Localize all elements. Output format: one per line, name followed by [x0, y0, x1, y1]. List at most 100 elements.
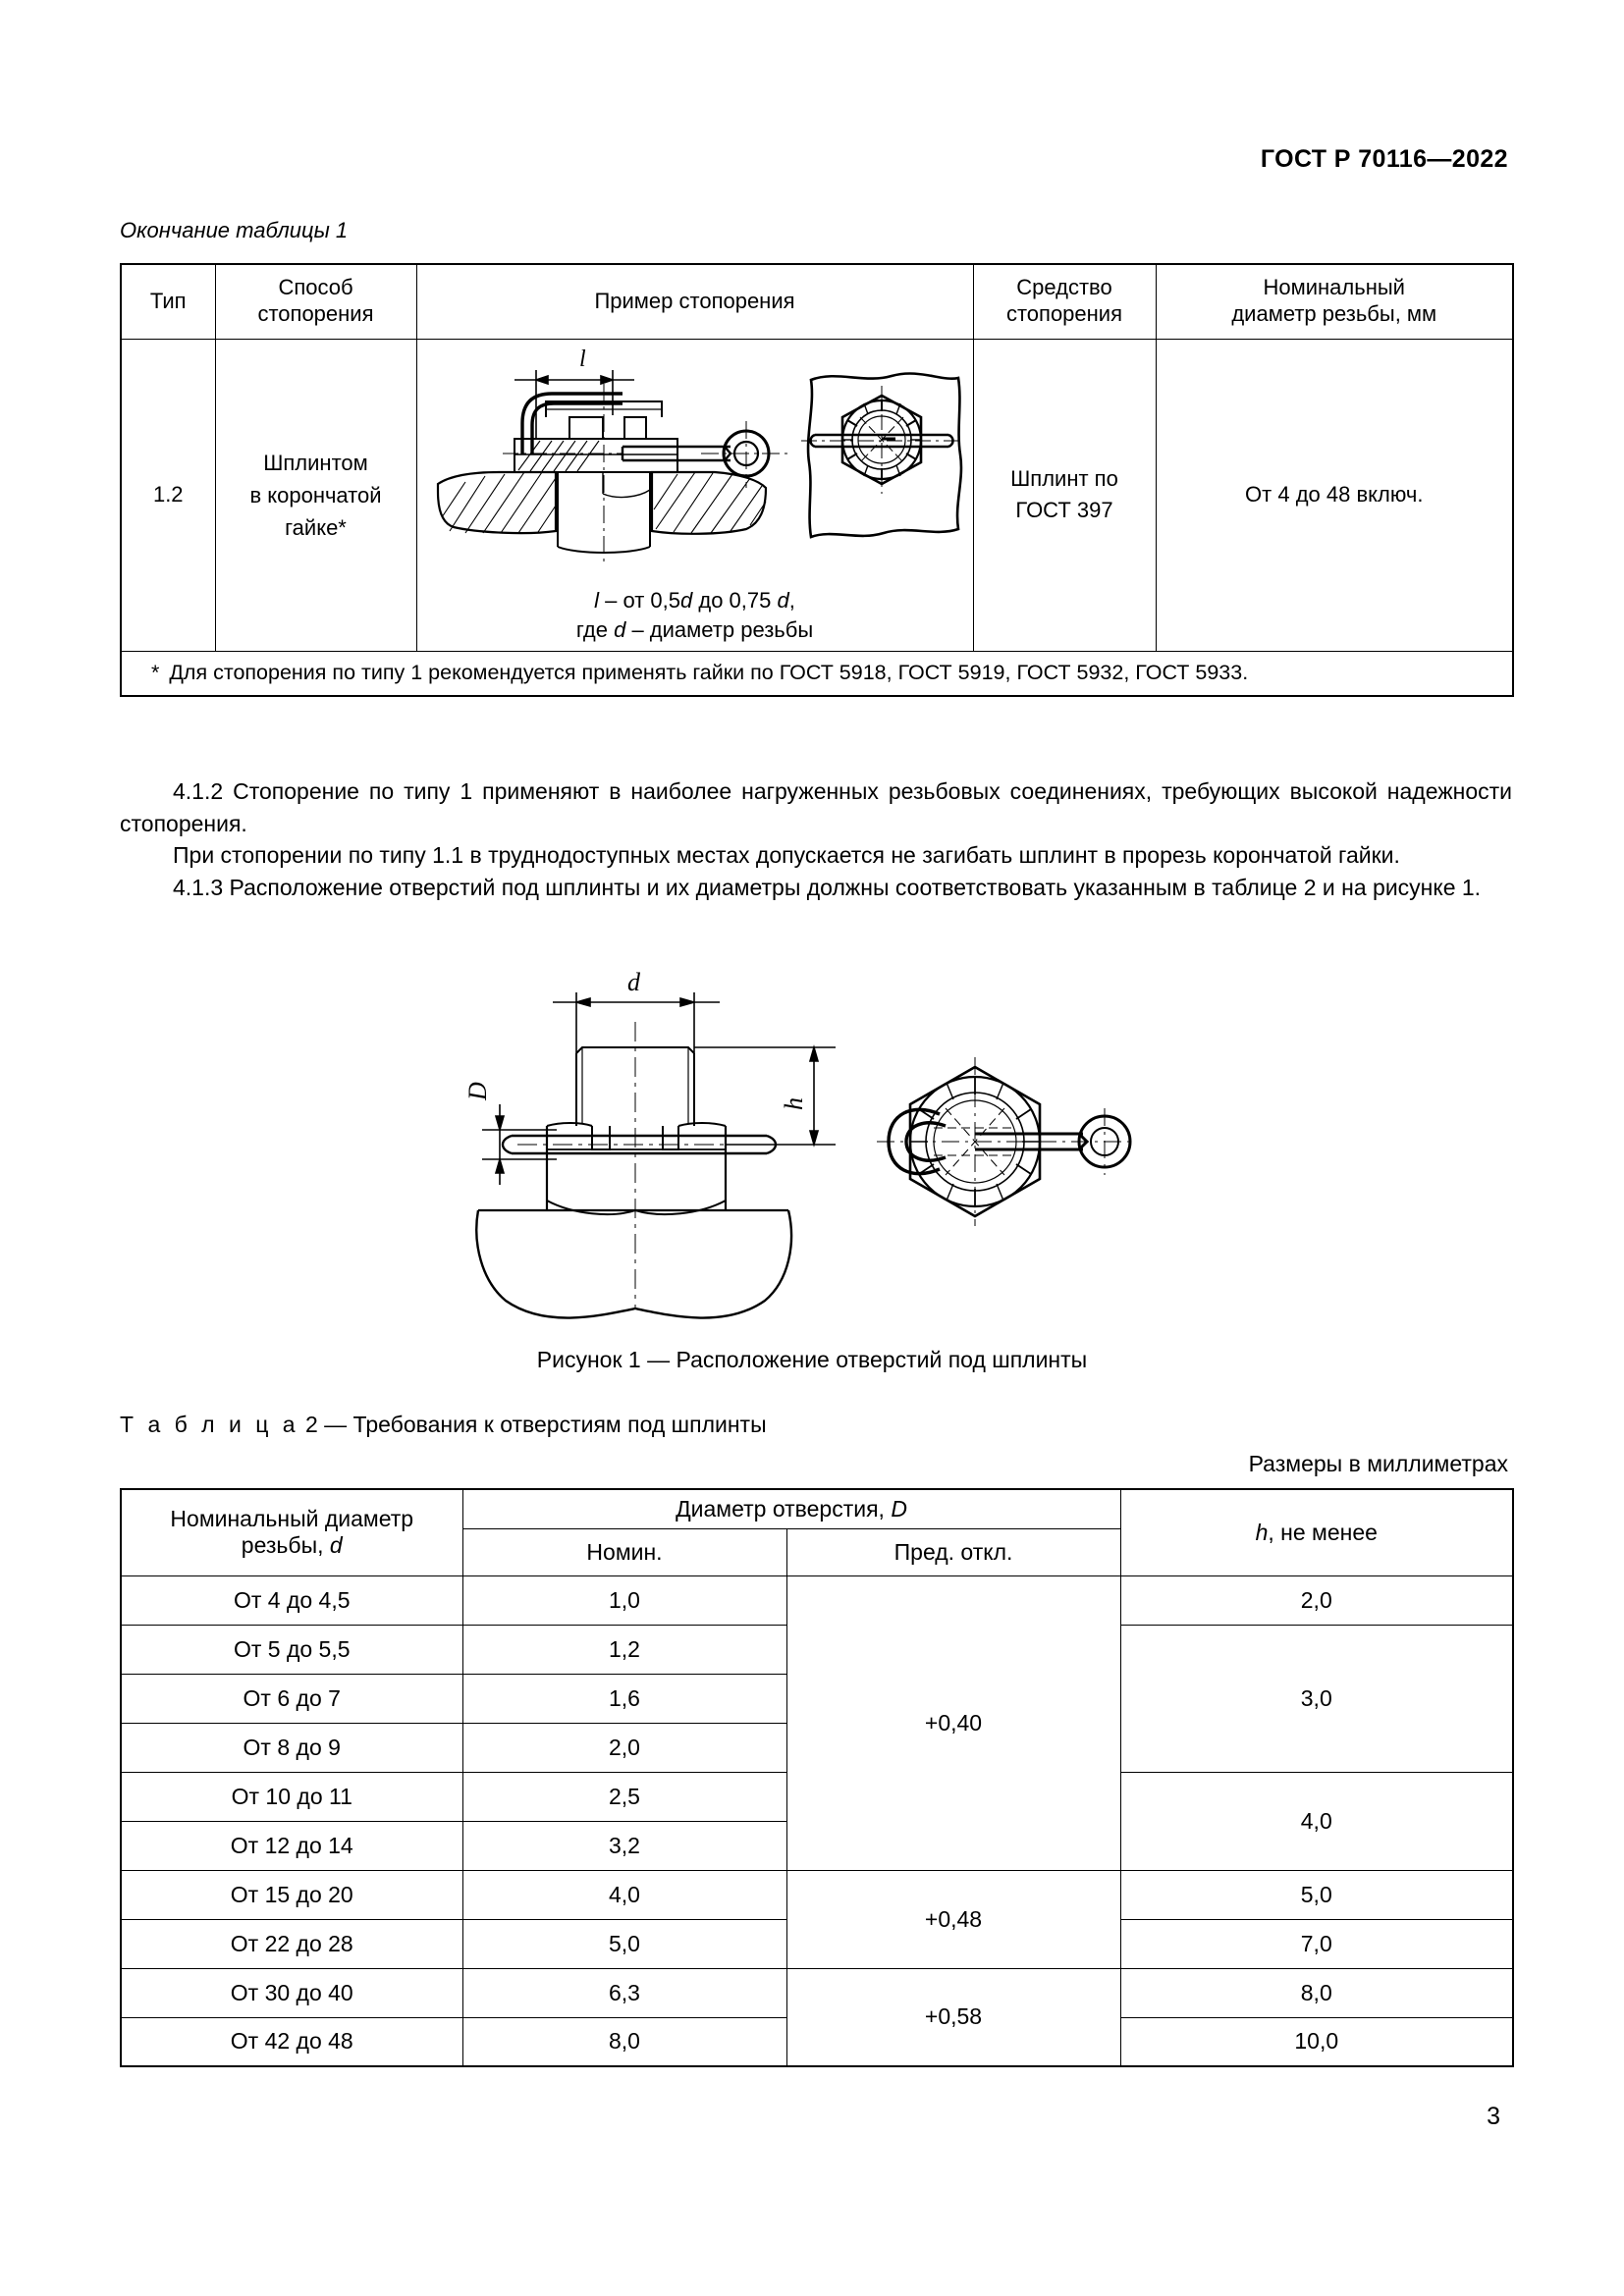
table2-cell-nominal: 1,0 — [461, 1575, 787, 1626]
body-paragraphs: 4.1.2 Стопорение по типу 1 применяют в н… — [120, 775, 1512, 904]
table2-cell-h: 2,0 — [1119, 1575, 1514, 1626]
table2: Номинальный диаметр резьбы, d Диаметр от… — [120, 1488, 1515, 2067]
paragraph-4-1-1-note: При стопорении по типу 1.1 в труднодосту… — [173, 842, 1400, 869]
table2-header-thread-symbol: d — [329, 1532, 343, 1559]
figure1-container: d D h — [120, 967, 1512, 1330]
table2-title-prefix: Т а б л и ц а — [120, 1412, 299, 1437]
table1-data-row: 1.2 Шплинтом в корончатой гайке* — [120, 338, 1514, 652]
table2-container: Номинальный диаметр резьбы, d Диаметр от… — [120, 1488, 1515, 2067]
table2-title-text: — Требования к отверстиям под шплинты — [324, 1412, 767, 1437]
table1-cell-type: 1.2 — [120, 338, 216, 652]
figure1-caption: Рисунок 1 — Расположение отверстий под ш… — [536, 1347, 1088, 1372]
table2-cell-thread-diameter: От 4 до 4,5 — [120, 1575, 463, 1626]
table2-cell-thread-diameter: От 6 до 7 — [120, 1673, 463, 1724]
table1-caption: Окончание таблицы 1 — [120, 218, 349, 242]
table2-header-thread-diameter: Номинальный диаметр резьбы, d — [120, 1488, 463, 1576]
table2-header-row-1: Номинальный диаметр резьбы, d Диаметр от… — [120, 1488, 1514, 1576]
document-header-standard-number: ГОСТ Р 70116—2022 — [1260, 145, 1508, 173]
table1-header-row: Тип Способ стопорения Пример стопорения … — [120, 263, 1514, 340]
table2-header-h-text: , не менее — [1268, 1519, 1378, 1545]
table2-cell-deviation: +0,40 — [785, 1575, 1121, 1871]
table2-cell-h: 3,0 — [1119, 1624, 1514, 1773]
table2-cell-nominal: 1,2 — [461, 1624, 787, 1675]
table1-cell-means-line2: ГОСТ 397 — [1015, 498, 1113, 522]
table2-cell-h: 8,0 — [1119, 1967, 1514, 2018]
table1-header-diameter-line2: диаметр резьбы, мм — [1231, 301, 1437, 327]
figure-note-line2-c: – диаметр резьбы — [625, 617, 814, 642]
table2-header-deviation: Пред. откл. — [785, 1527, 1121, 1576]
table1-cell-means: Шплинт по ГОСТ 397 — [972, 338, 1157, 652]
figure-note-d2: d — [777, 588, 789, 614]
figure-note-part-f: , — [788, 588, 795, 614]
table2-cell-nominal: 3,2 — [461, 1820, 787, 1871]
paragraph-4-1-3: 4.1.3 Расположение отверстий под шплинты… — [173, 874, 1482, 900]
figure-note-line2-a: где — [575, 617, 615, 642]
table2-cell-nominal: 1,6 — [461, 1673, 787, 1724]
table2-title: Т а б л и ц а 2 — Требования к отверстия… — [120, 1412, 767, 1438]
table2-title-number: 2 — [304, 1412, 318, 1437]
table2-units-note: Размеры в миллиметрах — [1248, 1451, 1508, 1476]
table1-cell-diameter: От 4 до 48 включ. — [1155, 338, 1514, 652]
table2-cell-thread-diameter: От 12 до 14 — [120, 1820, 463, 1871]
figure-note-d3: d — [614, 617, 626, 642]
table1-footnote-cell: *Для стопорения по типу 1 рекомендуется … — [120, 650, 1514, 697]
table2-cell-h: 7,0 — [1119, 1918, 1514, 1969]
table1-header-diameter: Номинальный диаметр резьбы, мм — [1155, 263, 1514, 340]
table1-cell-method-line2: в корончатой — [249, 482, 382, 507]
figure1-hole-placement-drawing: d D h — [463, 968, 1136, 1319]
table2-cell-nominal: 5,0 — [461, 1918, 787, 1969]
table1-header-means-line1: Средство — [1016, 275, 1112, 300]
table2-cell-thread-diameter: От 5 до 5,5 — [120, 1624, 463, 1675]
paragraph-4-1-2: 4.1.2 Стопорение по типу 1 применяют в н… — [120, 778, 1512, 836]
table2-header-hole-text: Диаметр отверстия, — [676, 1495, 892, 1522]
table1-cell-method-line3: гайке* — [285, 514, 347, 540]
cotter-pin-castle-nut-drawing: l — [436, 347, 962, 567]
table1-footnote-row: *Для стопорения по типу 1 рекомендуется … — [120, 650, 1514, 697]
table2-cell-h: 5,0 — [1119, 1869, 1514, 1920]
table2-cell-nominal: 6,3 — [461, 1967, 787, 2018]
figure1-label-h: h — [780, 1097, 808, 1110]
table2-header-nominal: Номин. — [461, 1527, 787, 1576]
table1-header-method-line1: Способ — [278, 275, 353, 300]
figure1-label-d: d — [627, 968, 641, 996]
figure-note-part-b: – от 0,5 — [599, 588, 680, 614]
table1-cell-method: Шплинтом в корончатой гайке* — [214, 338, 417, 652]
table1-cell-means-line1: Шплинт по — [1010, 466, 1118, 492]
table1-figure-note: l – от 0,5d до 0,75 d, где d – диаметр р… — [417, 586, 973, 644]
table2-header-h: h, не менее — [1119, 1488, 1514, 1576]
figure-note-part-d: до 0,75 — [692, 588, 778, 614]
table1-cell-example-figure: l l – от 0,5d до 0,75 d, где d – диаметр… — [415, 338, 974, 652]
table2-cell-deviation: +0,48 — [785, 1869, 1121, 1969]
table1-header-method: Способ стопорения — [214, 263, 417, 340]
table1-header-diameter-line1: Номинальный — [1263, 275, 1405, 300]
table1-header-method-line2: стопорения — [257, 301, 374, 327]
table1-container: Тип Способ стопорения Пример стопорения … — [120, 263, 1514, 697]
table2-cell-thread-diameter: От 8 до 9 — [120, 1722, 463, 1773]
table2-cell-nominal: 2,0 — [461, 1722, 787, 1773]
table2-cell-h: 10,0 — [1119, 2016, 1514, 2067]
table2-cell-deviation: +0,58 — [785, 1967, 1121, 2067]
table1-cell-method-line1: Шплинтом — [263, 450, 368, 475]
table2-header-h-symbol: h — [1255, 1519, 1269, 1545]
dimension-label-l: l — [579, 347, 586, 372]
table2-header-hole-diameter: Диаметр отверстия, D — [461, 1488, 1121, 1529]
table2-cell-thread-diameter: От 10 до 11 — [120, 1771, 463, 1822]
table1-header-means: Средство стопорения — [972, 263, 1157, 340]
table2-cell-nominal: 2,5 — [461, 1771, 787, 1822]
table2-cell-thread-diameter: От 22 до 28 — [120, 1918, 463, 1969]
figure-note-l: l — [594, 588, 600, 614]
table2-cell-h: 4,0 — [1119, 1771, 1514, 1871]
table2-header-hole-symbol: D — [891, 1495, 907, 1522]
table2-cell-thread-diameter: От 42 до 48 — [120, 2016, 463, 2067]
table2-cell-thread-diameter: От 30 до 40 — [120, 1967, 463, 2018]
table2-header-thread-text: Номинальный диаметр резьбы, — [170, 1506, 414, 1559]
page-number: 3 — [1487, 2103, 1500, 2130]
